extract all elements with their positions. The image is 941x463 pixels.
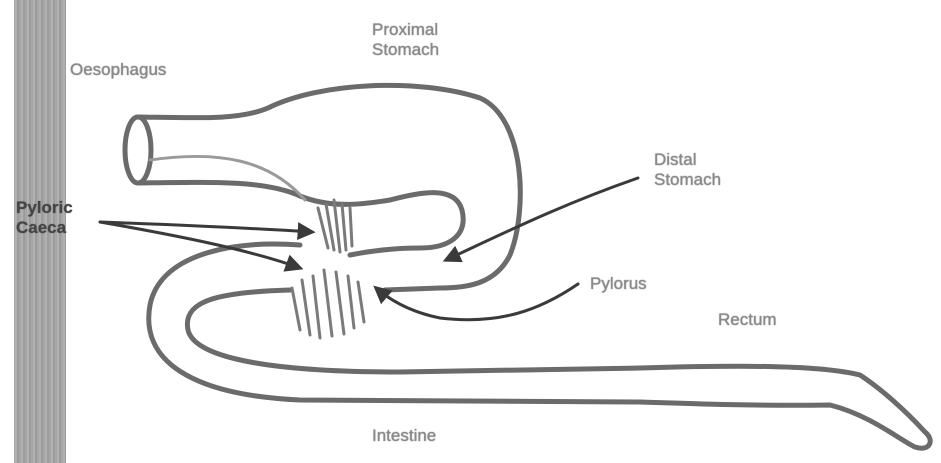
label-pyloric-caeca-line1: Pyloric [16, 198, 73, 217]
pyloric-caeca-lower [292, 270, 364, 338]
oesophagus-opening [125, 117, 151, 183]
label-distal-stomach-line2: Stomach [654, 170, 721, 189]
label-pyloric-caeca-line2: Caeca [16, 218, 66, 237]
label-rectum: Rectum [718, 310, 777, 329]
pyloric-caeca-upper [318, 200, 352, 252]
label-oesophagus: Oesophagus [70, 60, 166, 79]
label-proximal-stomach-line1: Proximal [372, 20, 438, 39]
label-proximal-stomach-line2: Stomach [372, 40, 439, 59]
distal-stomach-arrow [446, 178, 638, 260]
intestine-outline [149, 244, 930, 448]
label-pylorus: Pylorus [590, 274, 647, 293]
label-distal-stomach-line1: Distal [654, 150, 697, 169]
label-intestine: Intestine [372, 426, 436, 445]
stomach-lumen-line [150, 156, 305, 200]
